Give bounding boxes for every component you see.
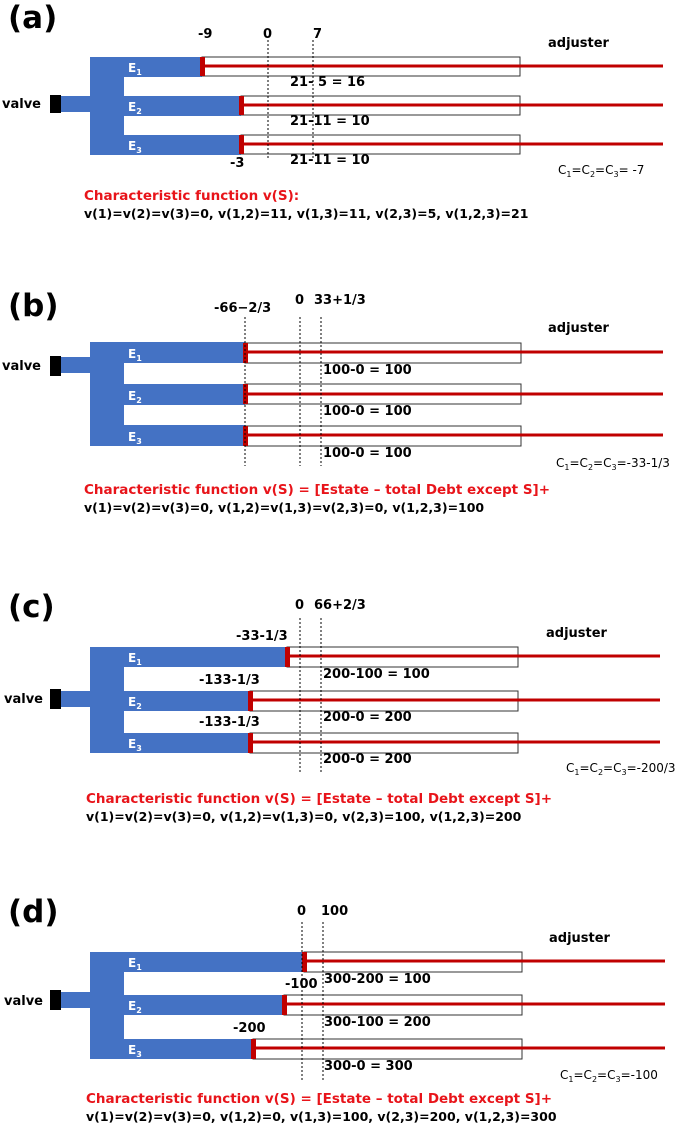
panel-c-claims: C1=C2=C3=-200/3 <box>566 761 676 777</box>
panel-d-dotted-lines <box>301 922 324 1082</box>
panel-a-dotted-lines <box>267 40 314 158</box>
panel-b-cf-title: Characteristic function v(S) = [Estate –… <box>84 482 550 498</box>
panel-d-e3: E3 <box>128 1043 142 1059</box>
panel-b-label: (b) <box>8 288 59 324</box>
panel-b-e3: E3 <box>128 430 142 446</box>
panel-a-label: (a) <box>8 0 57 36</box>
panel-d-label: (d) <box>8 894 59 930</box>
panel-d-cf-values: v(1)=v(2)=v(3)=0, v(1,2)=0, v(1,3)=100, … <box>86 1109 557 1124</box>
panel-a-eq3: 21-11 = 10 <box>290 153 370 168</box>
panel-a-cf-values: v(1)=v(2)=v(3)=0, v(1,2)=11, v(1,3)=11, … <box>84 206 528 221</box>
panel-b-e2: E2 <box>128 389 142 405</box>
panel-b-tick-zero: 0 <box>295 293 304 308</box>
panel-c-tick-zero: 0 <box>295 598 304 613</box>
panel-c-valve-label: valve <box>4 692 43 707</box>
panel-d-level-1: -100 <box>285 977 318 992</box>
panel-a-tick-zero: 0 <box>263 27 272 42</box>
panel-b-pipes <box>245 350 663 437</box>
panel-a-e2: E2 <box>128 100 142 116</box>
panel-a-tick-bottom: -3 <box>230 156 244 171</box>
panel-a-valve <box>50 95 61 113</box>
panel-d-levels <box>251 952 307 1059</box>
panel-d-eq1: 300-200 = 100 <box>324 972 431 987</box>
panel-b-valve-label: valve <box>2 359 41 374</box>
panel-d-vessel <box>60 952 304 1059</box>
panel-a-cf-title: Characteristic function v(S): <box>84 188 299 204</box>
panel-d-tick-right: 100 <box>321 904 348 919</box>
panel-c-adjuster-label: adjuster <box>546 626 608 641</box>
panel-d-eq2: 300-100 = 200 <box>324 1015 431 1030</box>
panel-b-valve <box>50 356 61 376</box>
panel-c-tick-right: 66+2/3 <box>314 598 366 613</box>
panel-a-e1: E1 <box>128 61 142 77</box>
panel-a-eq2: 21-11 = 10 <box>290 114 370 129</box>
panel-c-cf-values: v(1)=v(2)=v(3)=0, v(1,2)=v(1,3)=0, v(2,3… <box>86 809 522 824</box>
panel-c: (c) valve E1 E2 <box>4 589 676 824</box>
panel-b-e1: E1 <box>128 347 142 363</box>
panel-b-tick-left: -66−2/3 <box>214 301 271 316</box>
panel-b: (b) valve E1 <box>2 288 670 515</box>
panel-b-vessel <box>60 342 245 446</box>
panel-b-eq2: 100-0 = 100 <box>323 404 412 419</box>
panel-a-e3: E3 <box>128 139 142 155</box>
panel-d-level-2: -200 <box>233 1021 266 1036</box>
panel-a-adjuster-label: adjuster <box>548 36 610 51</box>
panel-c-level-2: -133-1/3 <box>199 673 260 688</box>
panel-d-e1: E1 <box>128 956 142 972</box>
panel-b-claims: C1=C2=C3=-33-1/3 <box>556 456 670 472</box>
panel-c-valve <box>50 689 61 709</box>
panel-b-tick-right: 33+1/3 <box>314 293 366 308</box>
panel-c-eq3: 200-0 = 200 <box>323 752 412 767</box>
panel-c-levels <box>248 647 290 753</box>
panel-a-claims: C1=C2=C3= -7 <box>558 163 644 179</box>
panel-c-level-1: -33-1/3 <box>236 629 288 644</box>
panel-d-claims: C1=C2=C3=-100 <box>560 1068 658 1084</box>
panel-d-eq3: 300-0 = 300 <box>324 1059 413 1074</box>
panel-a-eq1: 21- 5 = 16 <box>290 75 365 90</box>
panel-c-e1: E1 <box>128 651 142 667</box>
panel-a-levels <box>200 57 244 154</box>
panel-c-vessel <box>60 647 287 753</box>
panel-c-eq2: 200-0 = 200 <box>323 710 412 725</box>
panel-c-eq1: 200-100 = 100 <box>323 667 430 682</box>
panel-d-adjuster-label: adjuster <box>549 931 611 946</box>
panel-d-cf-title: Characteristic function v(S) = [Estate –… <box>86 1091 552 1107</box>
panel-d: (d) valve E1 E2 <box>4 894 665 1124</box>
panel-c-label: (c) <box>8 589 55 625</box>
panel-c-dotted-lines <box>299 618 322 772</box>
panel-b-eq1: 100-0 = 100 <box>323 363 412 378</box>
panel-a-tick-right: 7 <box>313 27 322 42</box>
panel-d-pipes <box>253 959 665 1050</box>
panel-b-eq3: 100-0 = 100 <box>323 446 412 461</box>
panel-c-e2: E2 <box>128 695 142 711</box>
panel-a: (a) valve <box>2 0 663 221</box>
panel-d-valve-label: valve <box>4 994 43 1009</box>
panel-b-adjuster-label: adjuster <box>548 321 610 336</box>
panel-c-cf-title: Characteristic function v(S) = [Estate –… <box>86 791 552 807</box>
panel-c-e3: E3 <box>128 737 142 753</box>
panel-a-valve-label: valve <box>2 97 41 112</box>
panel-a-vessel <box>60 57 241 155</box>
panel-b-dotted-lines <box>244 317 322 466</box>
panel-b-cf-values: v(1)=v(2)=v(3)=0, v(1,2)=v(1,3)=v(2,3)=0… <box>84 500 484 515</box>
panel-d-tick-zero: 0 <box>297 904 306 919</box>
panel-c-pipes <box>250 654 660 744</box>
panel-a-tick-left: -9 <box>198 27 212 42</box>
panel-d-valve <box>50 990 61 1010</box>
panel-a-pipes <box>202 64 663 146</box>
panel-d-e2: E2 <box>128 999 142 1015</box>
panel-c-level-3: -133-1/3 <box>199 715 260 730</box>
